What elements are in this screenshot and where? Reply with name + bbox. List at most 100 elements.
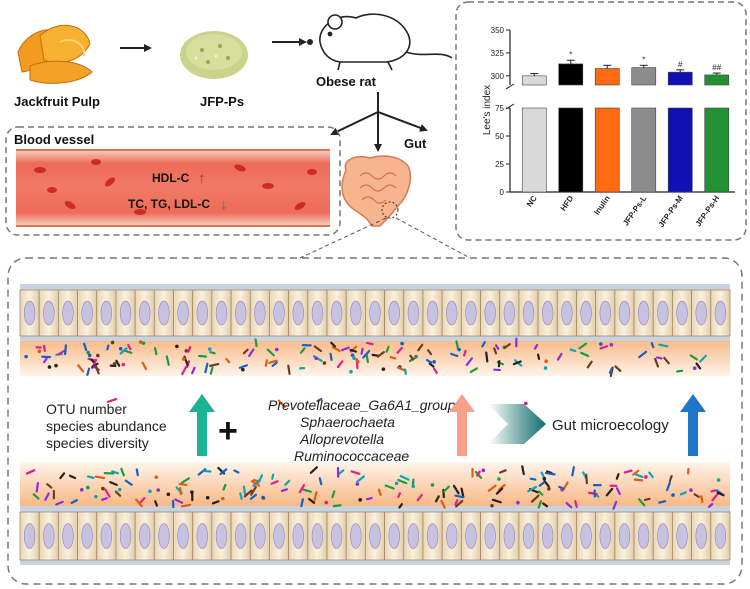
bacterium-rod bbox=[120, 467, 125, 477]
brush-border bbox=[20, 506, 730, 512]
bacterium-rod bbox=[77, 364, 85, 373]
bacterium-rod bbox=[180, 477, 191, 484]
bacterium-rod bbox=[599, 345, 609, 350]
bacterium-coccus bbox=[400, 341, 404, 346]
bacterium-rod bbox=[331, 490, 336, 499]
bacterium-rod bbox=[300, 498, 304, 508]
bacterium-rod bbox=[318, 477, 323, 486]
cell-nucleus bbox=[522, 300, 535, 326]
cell-nucleus bbox=[714, 523, 727, 549]
bacterium-rod bbox=[242, 348, 249, 355]
cell-nucleus bbox=[503, 300, 515, 326]
bacterium-rod bbox=[416, 493, 423, 502]
bacterium-rod bbox=[425, 358, 433, 364]
x-tick-label: JFP-Ps-M bbox=[657, 194, 685, 229]
bar bbox=[667, 107, 693, 193]
bacterium-coccus bbox=[352, 356, 356, 360]
bacterium-rod bbox=[623, 469, 633, 474]
cell-nucleus bbox=[407, 523, 420, 549]
zoom-guide-lines bbox=[299, 217, 471, 259]
cell-nucleus bbox=[676, 523, 688, 549]
cell-nucleus bbox=[177, 300, 189, 326]
bacterium-rod bbox=[540, 471, 546, 479]
bacterium-rod bbox=[109, 481, 118, 486]
rat-branch-arrows bbox=[330, 92, 428, 152]
bacterium-coccus bbox=[87, 353, 92, 358]
bacterium-rod bbox=[197, 354, 207, 358]
bacterium-rod bbox=[476, 470, 481, 477]
cell-nucleus bbox=[350, 300, 362, 326]
cell-nucleus bbox=[330, 300, 343, 326]
up-arrow-teal-icon bbox=[189, 394, 215, 456]
bacterium-rod bbox=[454, 499, 459, 506]
bacterium-rod bbox=[389, 356, 397, 360]
bacterium-rod bbox=[187, 346, 192, 353]
bacterium-rod bbox=[35, 482, 40, 493]
basement-membrane bbox=[20, 560, 730, 565]
bacterium-coccus bbox=[54, 363, 58, 368]
bacterium-rod bbox=[638, 350, 648, 359]
bacterium-rod bbox=[679, 491, 687, 496]
bacterium-coccus bbox=[96, 353, 100, 358]
bacterium-rod bbox=[569, 348, 577, 353]
bacterium-coccus bbox=[355, 482, 360, 486]
cell-nucleus bbox=[369, 523, 381, 549]
bacterium-rod bbox=[615, 473, 620, 480]
bacterium-rod bbox=[233, 469, 240, 474]
axis-break-mark bbox=[505, 83, 515, 90]
bacterium-rod bbox=[615, 487, 621, 496]
bacterium-rod bbox=[481, 341, 486, 348]
bacterium-rod bbox=[165, 355, 170, 366]
bacteria-cluster-bottom bbox=[25, 465, 725, 510]
bacterium-coccus bbox=[154, 475, 159, 479]
y-axis-label: Lee's index bbox=[482, 85, 493, 135]
obese-rat-label: Obese rat bbox=[316, 74, 377, 89]
bacterium-rod bbox=[46, 483, 53, 489]
bacterium-rod bbox=[70, 499, 79, 504]
bacterium-rod bbox=[658, 500, 667, 504]
cell-nucleus bbox=[657, 300, 669, 326]
cell-nucleus bbox=[215, 300, 228, 326]
cell-nucleus bbox=[618, 523, 631, 549]
bacterium-rod bbox=[222, 483, 227, 491]
lipids-down-arrow-icon: ↓ bbox=[220, 196, 228, 213]
bacterium-coccus bbox=[24, 354, 28, 359]
bacterium-coccus bbox=[523, 401, 528, 406]
bacterium-rod bbox=[248, 348, 255, 358]
bacterium-coccus bbox=[516, 500, 520, 505]
bacterium-rod bbox=[119, 347, 128, 355]
cell-nucleus bbox=[158, 300, 170, 326]
bacterium-rod bbox=[463, 349, 467, 357]
bacterium-rod bbox=[280, 488, 288, 493]
bacterium-rod bbox=[94, 364, 100, 375]
cell-nucleus bbox=[177, 523, 189, 549]
bacterium-rod bbox=[666, 481, 671, 492]
bacterium-rod bbox=[284, 479, 291, 486]
bacterium-rod bbox=[632, 469, 640, 476]
up-arrow-salmon-icon bbox=[449, 394, 475, 456]
bacterium-rod bbox=[298, 484, 306, 494]
bacterium-rod bbox=[55, 500, 64, 506]
bacterium-rod bbox=[59, 472, 66, 480]
bacterium-rod bbox=[336, 360, 344, 369]
bacterium-rod bbox=[556, 352, 563, 361]
gut-microbiota-panel bbox=[7, 257, 743, 585]
bacterium-rod bbox=[455, 340, 460, 350]
hdl-up-arrow-icon: ↑ bbox=[198, 170, 206, 187]
bacterium-rod bbox=[643, 497, 651, 502]
cell-nucleus bbox=[561, 300, 573, 326]
bacterium-coccus bbox=[349, 369, 353, 374]
bacterium-rod bbox=[44, 492, 50, 501]
bacterium-rod bbox=[178, 482, 188, 487]
bacterium-rod bbox=[106, 344, 110, 351]
up-arrow-blue-icon bbox=[680, 394, 706, 456]
bacterium-rod bbox=[409, 354, 415, 361]
bacterium-coccus bbox=[481, 468, 486, 473]
cell-nucleus bbox=[695, 523, 707, 549]
bacterium-rod bbox=[254, 338, 258, 348]
bacterium-coccus bbox=[86, 350, 90, 355]
bacterium-coccus bbox=[261, 495, 265, 500]
obese-rat-image bbox=[319, 13, 453, 71]
bacterium-coccus bbox=[121, 362, 126, 367]
bacterium-rod bbox=[106, 397, 118, 403]
